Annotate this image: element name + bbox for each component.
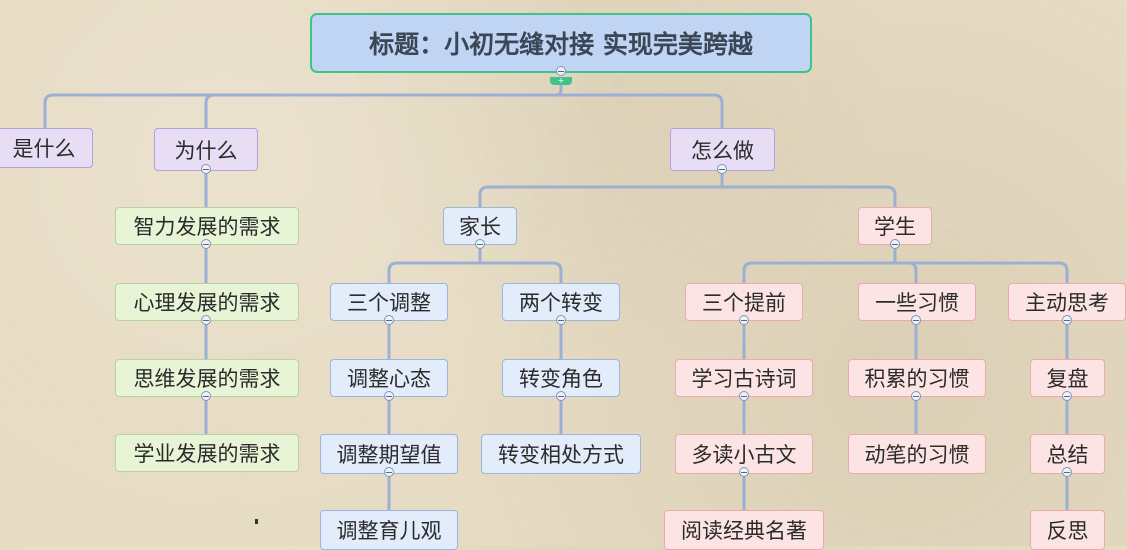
think-item-2-label: 总结 [1046,443,1089,467]
ahead-item-1-label: 学习古诗词 [691,367,797,391]
node-why-item-3[interactable]: 思维发展的需求 [115,359,299,397]
connector-parents-to-adjust [387,243,482,285]
node-ahead-item-3[interactable]: 阅读经典名著 [664,510,824,550]
why-item-1-collapse-icon[interactable] [201,239,211,249]
group-habits-collapse-icon[interactable] [911,315,921,325]
root-title-node[interactable]: 标题：小初无缝对接 实现完美跨越 [310,13,812,73]
adjust-item-2-label: 调整期望值 [336,443,442,467]
habits-item-2-label: 动笔的习惯 [864,443,970,467]
adjust-item-1-collapse-icon[interactable] [384,391,394,401]
node-adjust-item-1[interactable]: 调整心态 [330,359,448,397]
why-item-4-label: 学业发展的需求 [133,442,281,466]
habits-item-1-label: 积累的习惯 [864,367,970,391]
node-how[interactable]: 怎么做 [670,128,775,171]
connector-root-to-why [204,93,563,130]
root-add-icon[interactable]: + [550,77,572,85]
think-item-1-collapse-icon[interactable] [1062,391,1072,401]
node-group-habits[interactable]: 一些习惯 [858,283,976,321]
adjust-item-1-label: 调整心态 [347,367,431,391]
node-think-item-3[interactable]: 反思 [1030,510,1105,550]
node-ahead-item-2[interactable]: 多读小古文 [675,434,813,474]
ahead-item-3-label: 阅读经典名著 [681,519,807,543]
node-why-item-2[interactable]: 心理发展的需求 [115,283,299,321]
paper-speck-decoration [255,519,258,524]
connector-students-to-think [893,261,1069,285]
root-title-text: 标题：小初无缝对接 实现完美跨越 [369,30,753,59]
ahead-item-1-collapse-icon[interactable] [739,391,749,401]
ahead-item-2-label: 多读小古文 [691,443,797,467]
node-why[interactable]: 为什么 [154,128,258,171]
why-item-3-label: 思维发展的需求 [133,367,281,391]
change-item-1-label: 转变角色 [519,367,603,391]
connector-students-to-ahead [742,243,897,285]
group-adjust-collapse-icon[interactable] [384,315,394,325]
why-item-1-label: 智力发展的需求 [133,215,281,239]
node-why-item-4[interactable]: 学业发展的需求 [115,434,299,472]
group-ahead-collapse-icon[interactable] [739,315,749,325]
group-change-label: 两个转变 [519,291,603,315]
node-students-label: 学生 [874,215,916,239]
change-item-2-label: 转变相处方式 [498,443,624,467]
node-change-item-2[interactable]: 转变相处方式 [481,434,641,474]
connector-parents-to-change [478,261,563,285]
why-item-3-collapse-icon[interactable] [201,391,211,401]
adjust-item-2-collapse-icon[interactable] [384,467,394,477]
node-what-label: 是什么 [12,137,76,161]
node-why-label: 为什么 [174,138,238,163]
how-collapse-icon[interactable] [717,164,727,174]
node-adjust-item-3[interactable]: 调整育儿观 [320,510,458,550]
node-parents-label: 家长 [459,215,501,239]
change-item-1-collapse-icon[interactable] [556,391,566,401]
node-parents[interactable]: 家长 [443,207,517,245]
root-collapse-icon[interactable] [556,66,566,76]
group-habits-label: 一些习惯 [875,291,959,315]
node-students[interactable]: 学生 [858,207,932,245]
connector-root-to-how [559,93,724,130]
group-think-collapse-icon[interactable] [1062,315,1072,325]
connector-students-to-habits [893,261,918,285]
node-adjust-item-2[interactable]: 调整期望值 [320,434,458,474]
group-change-collapse-icon[interactable] [556,315,566,325]
node-ahead-item-1[interactable]: 学习古诗词 [675,359,813,397]
connector-how-to-students [720,185,897,209]
ahead-item-2-collapse-icon[interactable] [739,467,749,477]
think-item-3-label: 反思 [1046,519,1089,543]
adjust-item-3-label: 调整育儿观 [336,519,442,543]
node-habits-item-1[interactable]: 积累的习惯 [848,359,986,397]
parents-collapse-icon[interactable] [475,239,485,249]
node-habits-item-2[interactable]: 动笔的习惯 [848,434,986,474]
node-group-change[interactable]: 两个转变 [502,283,620,321]
node-group-adjust[interactable]: 三个调整 [330,283,448,321]
students-collapse-icon[interactable] [890,239,900,249]
node-what[interactable]: 是什么 [0,128,93,168]
think-item-2-collapse-icon[interactable] [1062,467,1072,477]
habits-item-1-collapse-icon[interactable] [911,391,921,401]
why-item-2-label: 心理发展的需求 [133,291,281,315]
node-why-item-1[interactable]: 智力发展的需求 [115,207,299,245]
group-adjust-label: 三个调整 [347,291,431,315]
group-think-label: 主动思考 [1025,291,1109,315]
node-group-ahead[interactable]: 三个提前 [685,283,803,321]
group-ahead-label: 三个提前 [702,291,786,315]
why-item-2-collapse-icon[interactable] [201,315,211,325]
connector-root-to-what [43,80,563,130]
connector-how-to-parents [478,168,724,209]
node-think-item-2[interactable]: 总结 [1030,434,1105,474]
node-think-item-1[interactable]: 复盘 [1030,359,1105,397]
node-how-label: 怎么做 [691,138,754,163]
why-collapse-icon[interactable] [201,164,211,174]
think-item-1-label: 复盘 [1046,367,1089,391]
